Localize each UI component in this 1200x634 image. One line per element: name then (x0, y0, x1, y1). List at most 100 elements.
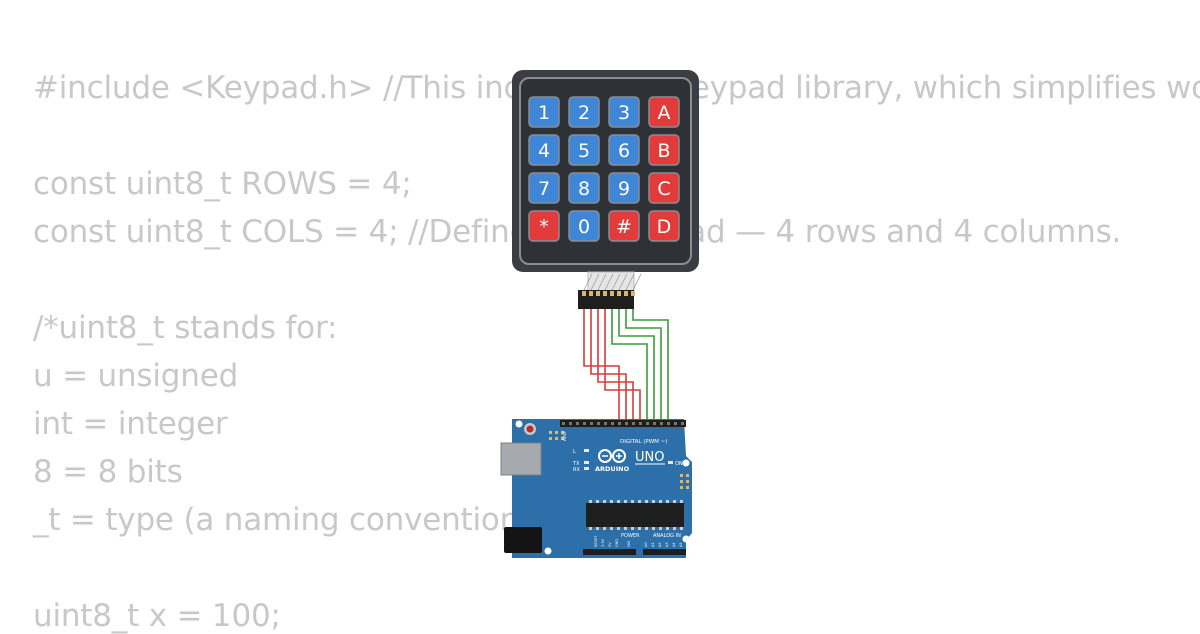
on-label: ON (675, 461, 683, 467)
column-wire (632, 309, 669, 422)
key-C[interactable]: C (648, 172, 680, 204)
power-header (583, 549, 636, 555)
connector-pins (582, 291, 635, 296)
digital-pin (618, 422, 621, 425)
analog-header (643, 549, 686, 555)
digital-pin (653, 422, 656, 425)
key-A[interactable]: A (648, 96, 680, 128)
key-D[interactable]: D (648, 210, 680, 242)
key-7[interactable]: 7 (528, 172, 560, 204)
connector-pin (596, 291, 600, 296)
row-wire (590, 309, 627, 422)
key-6[interactable]: 6 (608, 134, 640, 166)
digital-pin (660, 422, 663, 425)
digital-pin (583, 422, 586, 425)
side-icsp-header (680, 474, 689, 489)
key-label: 5 (578, 140, 590, 162)
key-1[interactable]: 1 (528, 96, 560, 128)
led-l (584, 449, 589, 452)
connector-pin (617, 291, 621, 296)
wires (583, 309, 669, 422)
digital-pin (632, 422, 635, 425)
key-0[interactable]: 0 (568, 210, 600, 242)
arduino-uno-board[interactable]: DIGITAL (PWM ~) AREF UNO ARDUINO L TX RX… (500, 419, 692, 558)
digital-pin (611, 422, 614, 425)
mounting-hole-bottom-left (544, 547, 552, 555)
code-line-integer: int = integer (33, 406, 228, 442)
key-#[interactable]: # (608, 210, 640, 242)
power-header-label: POWER (621, 533, 640, 539)
connector-pin (631, 291, 635, 296)
digital-pin (569, 422, 572, 425)
key-2[interactable]: 2 (568, 96, 600, 128)
connector-pin (603, 291, 607, 296)
chip-pins (589, 500, 683, 530)
key-label: 7 (538, 178, 550, 200)
key-9[interactable]: 9 (608, 172, 640, 204)
reset-button[interactable] (526, 425, 534, 433)
key-3[interactable]: 3 (608, 96, 640, 128)
connector-pin (582, 291, 586, 296)
row-wire (604, 309, 641, 422)
key-label: 4 (538, 140, 550, 162)
code-line-bits: 8 = 8 bits (33, 454, 183, 490)
digital-pin (639, 422, 642, 425)
icsp-header (549, 431, 564, 440)
digital-pin (562, 422, 565, 425)
power-jack (504, 527, 542, 553)
key-8[interactable]: 8 (568, 172, 600, 204)
code-line-type: _t = type (a naming convention) (33, 502, 532, 538)
mounting-hole-top-left (515, 420, 523, 428)
digital-pin (667, 422, 670, 425)
usb-port (500, 442, 542, 476)
gnd-label: GND (615, 539, 619, 547)
row-wire (583, 309, 620, 422)
v33-label: 3.3V (601, 538, 605, 547)
analog-pin-label: A3 (665, 542, 669, 547)
digital-pin (646, 422, 649, 425)
row-wire (597, 309, 634, 422)
analog-pin-label: A5 (679, 542, 683, 547)
microcontroller-chip (586, 503, 684, 527)
aref-label: AREF (562, 430, 567, 441)
led-on (668, 461, 673, 464)
key-label: 9 (618, 178, 630, 200)
column-wire (611, 309, 648, 422)
key-B[interactable]: B (648, 134, 680, 166)
digital-header (560, 420, 686, 427)
key-4[interactable]: 4 (528, 134, 560, 166)
code-line-unsigned: u = unsigned (33, 358, 239, 394)
key-*[interactable]: * (528, 210, 560, 242)
digital-pin (597, 422, 600, 425)
key-label: * (539, 216, 549, 238)
code-line-comment-start: /*uint8_t stands for: (33, 310, 338, 346)
mounting-hole-right-bottom (682, 535, 690, 543)
connector-pin (589, 291, 593, 296)
analog-pin-label: A4 (672, 542, 676, 547)
digital-pin (604, 422, 607, 425)
key-label: 2 (578, 102, 590, 124)
connector-pin (610, 291, 614, 296)
digital-pin (625, 422, 628, 425)
key-5[interactable]: 5 (568, 134, 600, 166)
digital-header-label: DIGITAL (PWM ~) (620, 439, 667, 445)
code-line-uint8-x: uint8_t x = 100; (33, 598, 281, 634)
key-label: D (657, 216, 672, 238)
key-label: C (657, 178, 670, 200)
key-label: 0 (578, 216, 590, 238)
ribbon-lines (583, 273, 642, 291)
reset-pin-label: RESET (594, 535, 598, 547)
key-label: 3 (618, 102, 630, 124)
brand-label: ARDUINO (595, 465, 630, 473)
digital-pin (674, 422, 677, 425)
key-label: 1 (538, 102, 550, 124)
led-l-label: L (573, 449, 576, 455)
code-line-rows: const uint8_t ROWS = 4; (33, 166, 412, 202)
board-model: UNO (635, 450, 664, 465)
vin-label: VIN (627, 541, 631, 547)
key-label: B (657, 140, 670, 162)
